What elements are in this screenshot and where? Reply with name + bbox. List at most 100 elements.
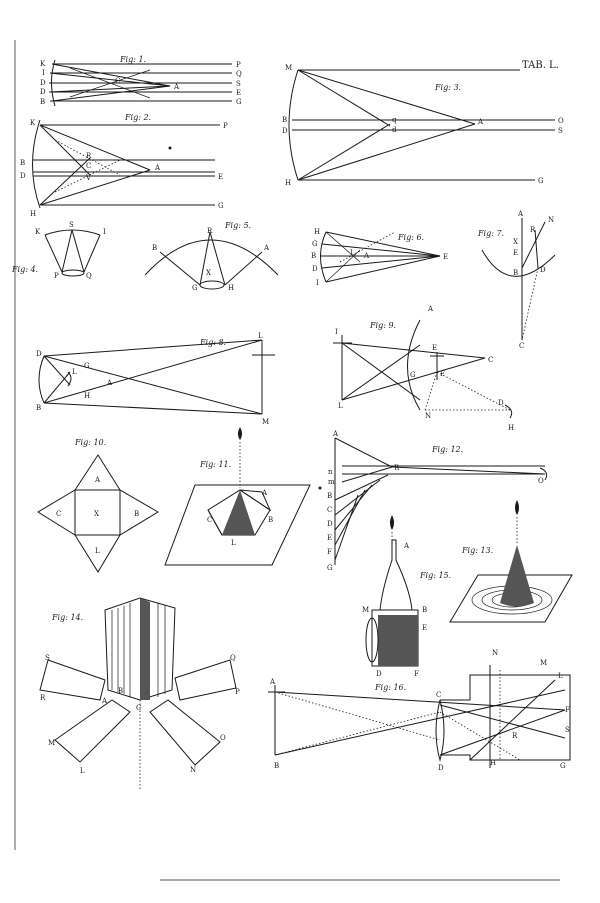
- figure-2-caption: Fig: 2.: [124, 113, 151, 122]
- figure-label: B: [134, 510, 139, 518]
- diagram-stroke: [424, 371, 438, 411]
- plate-tab-label: TAB. L.: [522, 60, 559, 71]
- figure-label: G: [236, 98, 242, 106]
- figure-14-caption: Fig: 14.: [51, 613, 83, 622]
- diagram-stroke: [140, 598, 150, 700]
- diagram-stroke: [74, 534, 121, 573]
- figure-label: n: [328, 468, 333, 476]
- diagram-stroke: [378, 615, 418, 666]
- diagram-stroke: [61, 229, 73, 273]
- figure-label: A: [517, 210, 524, 218]
- figure-label: F: [440, 370, 445, 378]
- diagram-stroke: [61, 269, 85, 277]
- figure-label: M: [48, 739, 55, 747]
- figure-label: A: [427, 305, 434, 313]
- diagram-stroke: [318, 486, 322, 490]
- figure-label: B: [311, 252, 316, 260]
- figure-label: H: [508, 424, 514, 432]
- figure-label: H: [490, 759, 496, 767]
- figure-label: B: [422, 606, 427, 614]
- figure-label: N: [492, 649, 498, 657]
- fig11-candle-flame-icon: [238, 427, 242, 440]
- figure-label: G: [312, 240, 318, 248]
- figure-label: G: [327, 564, 333, 572]
- diagram-stroke: [325, 231, 441, 257]
- fig16-lens: [435, 699, 445, 762]
- figure-label: H: [314, 228, 320, 236]
- diagram-stroke: [504, 404, 513, 419]
- figure-label: H: [285, 179, 291, 187]
- diagram-stroke: [39, 659, 106, 701]
- figure-label: X: [206, 269, 211, 277]
- figure-label: L: [558, 672, 563, 680]
- diagram-stroke: [539, 467, 548, 481]
- figure-label: G: [560, 762, 566, 770]
- figure-16: Fig: 16. A B C D N M L F S G R H: [268, 649, 571, 772]
- figure-label: C: [136, 704, 141, 712]
- diagram-stroke: [274, 691, 566, 711]
- figure-11-caption: Fig: 11.: [199, 460, 231, 469]
- figure-label: L: [258, 332, 263, 340]
- figure-label: D: [376, 670, 382, 678]
- diagram-stroke: [51, 85, 171, 102]
- figure-label: B: [282, 116, 287, 124]
- figure-2: Fig: 2. K B D H R C V A P E G: [20, 113, 228, 218]
- diagram-stroke: [43, 402, 263, 415]
- figure-label: B: [327, 492, 332, 500]
- figure-6-caption: Fig: 6.: [397, 233, 424, 242]
- diagram-stroke: [164, 484, 311, 566]
- figure-label: A: [263, 244, 270, 252]
- figure-10-caption: Fig: 10.: [74, 438, 106, 447]
- figure-label: I: [103, 228, 106, 236]
- diagram-stroke: [365, 617, 379, 663]
- figure-label: V: [85, 174, 92, 182]
- figure-label: I: [42, 69, 45, 77]
- diagram-stroke: [199, 231, 211, 286]
- figure-label: D: [498, 399, 504, 407]
- diagram-stroke: [43, 339, 263, 404]
- diagram-stroke: [119, 489, 159, 536]
- figure-label: E: [236, 89, 241, 97]
- diagram-stroke: [334, 474, 389, 501]
- fig7-refracting-surface: [481, 249, 556, 277]
- figure-6: Fig: 6. H G B D I L A E: [311, 228, 448, 287]
- figure-label: D: [540, 266, 546, 274]
- figure-label: O: [220, 734, 226, 742]
- diagram-stroke: [449, 574, 573, 623]
- figure-label: L: [338, 402, 343, 410]
- fig15-candle-flame-icon: [390, 515, 394, 530]
- figure-label: G: [84, 362, 90, 370]
- figure-label: E: [327, 534, 332, 542]
- figure-label: X: [513, 238, 518, 246]
- figure-label: A: [173, 83, 180, 91]
- figure-label: O: [538, 477, 544, 485]
- diagram-stroke: [391, 466, 546, 475]
- figure-label: G: [410, 371, 416, 379]
- figure-label: E: [422, 624, 427, 632]
- figure-label: d: [392, 126, 397, 134]
- fig15-flask: [379, 539, 413, 611]
- figure-label: M: [262, 418, 269, 426]
- figure-label: R: [394, 464, 400, 472]
- figure-label: R: [86, 152, 92, 160]
- figure-label: R: [207, 227, 213, 235]
- diagram-stroke: [325, 249, 361, 283]
- figure-label: F: [327, 548, 332, 556]
- figure-15: Fig: 15. A M B E D F: [362, 515, 451, 678]
- figure-label: S: [236, 80, 241, 88]
- figure-label: N: [190, 766, 196, 774]
- figure-label: Q: [230, 654, 236, 662]
- figure-3-caption: Fig: 3.: [434, 83, 461, 92]
- diagram-stroke: [325, 255, 441, 283]
- figure-label: H: [228, 284, 234, 292]
- diagram-stroke: [159, 251, 201, 286]
- figure-label: B: [40, 98, 45, 106]
- diagram-stroke: [440, 674, 571, 761]
- figure-8-caption: Fig: 8.: [199, 338, 226, 347]
- figure-label: B: [513, 269, 518, 277]
- diagram-stroke: [469, 679, 556, 761]
- figure-label: B: [152, 244, 157, 252]
- figure-label: B: [118, 687, 123, 695]
- figure-label: X: [94, 510, 99, 518]
